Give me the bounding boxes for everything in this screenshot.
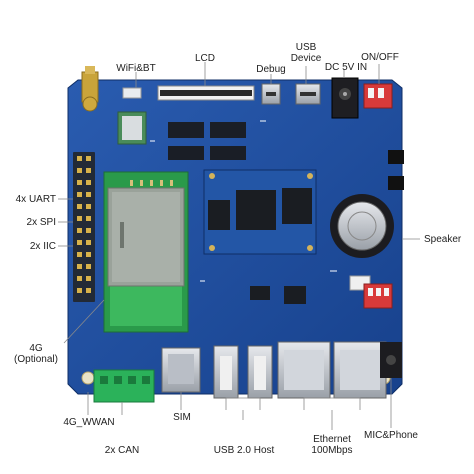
mid-connectors — [250, 275, 393, 309]
wifi-bt-module — [117, 87, 147, 145]
label-lcd: LCD — [194, 53, 215, 64]
top-ic-chips — [168, 122, 246, 160]
lte-4g-module — [107, 187, 185, 287]
wifi-antenna-connector — [81, 66, 99, 112]
label-usb-device-line2: Device — [290, 53, 322, 64]
label-wifi-bt: WiFi&BT — [116, 63, 156, 74]
can-terminal-block — [93, 369, 155, 403]
side-buttons — [388, 150, 404, 190]
label-ethernet-line2: 100Mbps — [311, 445, 353, 456]
label-iic: 2x IIC — [29, 241, 56, 252]
label-can: 2x CAN — [104, 445, 140, 456]
audio-jack — [380, 342, 402, 378]
sim-slot — [161, 347, 201, 393]
ethernet-ports — [277, 341, 387, 399]
label-dc-in: DC 5V IN — [324, 62, 368, 73]
som-core-board — [203, 169, 317, 255]
usb-host-ports — [213, 345, 273, 399]
dc-jack — [331, 77, 359, 119]
lcd-connector — [157, 85, 255, 101]
label-lte-line2: (Optional) — [14, 354, 58, 365]
label-uart: 4x UART — [15, 194, 56, 205]
label-4g-wwan: 4G_WWAN — [63, 417, 115, 428]
usb-device-port — [295, 83, 321, 105]
label-lte-line1: 4G — [29, 343, 43, 354]
debug-usb-port — [261, 83, 281, 105]
label-mic-phone: MIC&Phone — [364, 430, 418, 441]
rtc-battery — [330, 194, 394, 258]
label-spi: 2x SPI — [26, 217, 56, 228]
label-ethernet-line1: Ethernet — [313, 434, 351, 445]
label-debug: Debug — [256, 64, 286, 75]
label-on-off: ON/OFF — [361, 52, 399, 63]
label-usb-device-line1: USB — [295, 42, 317, 53]
gpio-header — [73, 152, 95, 302]
label-usb-host: USB 2.0 Host — [213, 445, 275, 456]
lte-module-pins — [130, 180, 173, 186]
power-switch — [363, 83, 393, 109]
label-sim: SIM — [173, 412, 191, 423]
label-speaker: Speaker — [424, 234, 462, 245]
leader-lines — [58, 62, 420, 430]
